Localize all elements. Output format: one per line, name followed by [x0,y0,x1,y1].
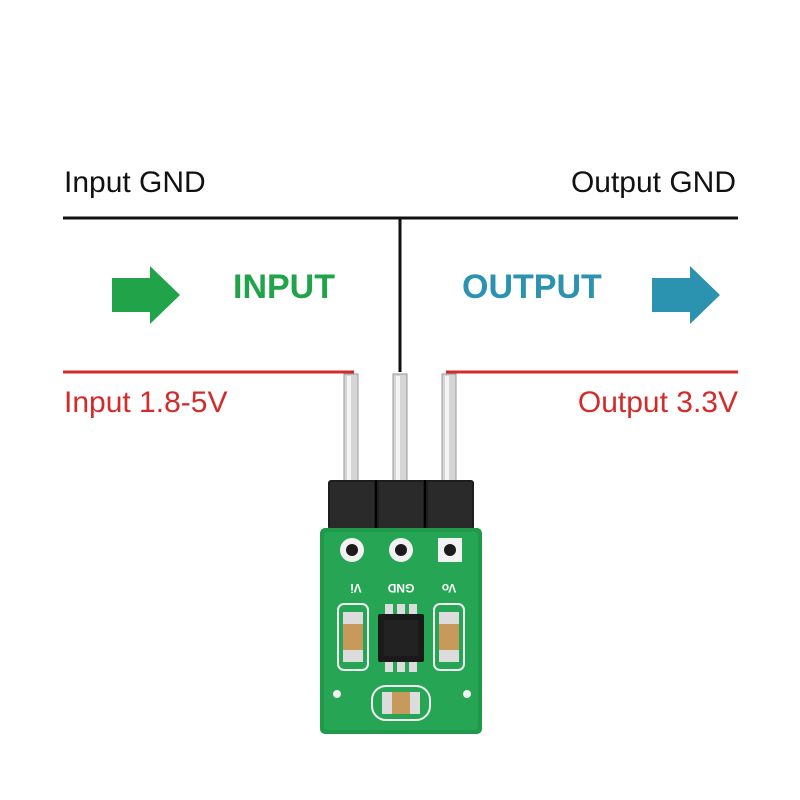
pcb-board: Vi GND Vo [320,528,482,734]
input-voltage-label: Input 1.8-5V [64,386,228,419]
pin-header-housing [328,480,474,530]
output-gnd-label: Output GND [570,166,736,199]
output-word-label: OUTPUT [462,268,602,306]
silk-vi: Vi [350,581,361,595]
silk-gnd: GND [387,581,414,595]
output-arrow-icon [652,266,720,324]
input-gnd-label: Input GND [64,166,206,199]
silk-vo: Vo [442,581,456,595]
output-voltage-label: Output 3.3V [577,386,738,419]
input-arrow-icon [112,266,180,324]
input-word-label: INPUT [233,268,335,306]
header-pins [343,373,457,493]
